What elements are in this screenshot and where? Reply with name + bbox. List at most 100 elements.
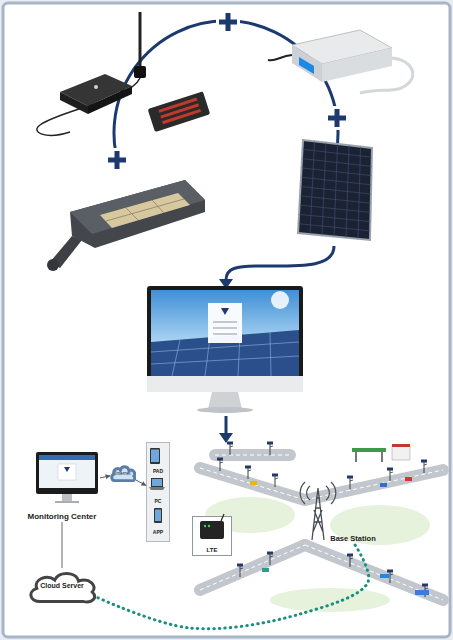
node-label: APP <box>147 529 169 535</box>
roads <box>200 455 443 600</box>
controller-stripe <box>162 109 201 124</box>
gateway-side <box>88 86 132 114</box>
plus-mark <box>108 151 126 169</box>
solar-grid <box>299 141 372 239</box>
pole <box>387 468 393 482</box>
device-strip: PAD PC APP <box>146 442 170 542</box>
car <box>262 568 269 572</box>
server-line <box>62 522 63 568</box>
login-card <box>208 303 242 343</box>
phone-screen <box>155 510 161 522</box>
road-mark <box>200 468 305 500</box>
power-side <box>322 48 392 82</box>
frame <box>3 3 450 637</box>
led-panel <box>100 193 190 228</box>
pole <box>347 476 353 490</box>
car <box>405 477 412 481</box>
pole <box>267 442 273 456</box>
plus-back <box>325 106 349 130</box>
bus <box>415 590 429 595</box>
login-field <box>213 322 237 334</box>
lte-antenna <box>221 514 224 521</box>
plus-mark <box>219 13 237 31</box>
controller-body <box>148 91 211 132</box>
solar-panel <box>298 140 372 240</box>
flow-arrow <box>225 416 228 434</box>
laptop-base <box>149 487 165 490</box>
pole <box>217 458 223 472</box>
station-post <box>381 452 383 462</box>
road-mark <box>305 545 443 600</box>
antenna <box>139 12 142 68</box>
led-grid <box>106 199 184 221</box>
node-label: PC <box>147 498 169 504</box>
sun <box>271 291 289 309</box>
car <box>380 483 387 487</box>
tablet-screen <box>151 450 159 463</box>
power-side <box>292 45 322 82</box>
pole <box>347 554 353 568</box>
power-label <box>299 57 314 74</box>
grass <box>270 588 390 612</box>
network-arrow <box>136 480 146 485</box>
monitor-stand <box>62 494 72 501</box>
pole <box>267 552 273 566</box>
pole <box>227 442 233 456</box>
lte-light <box>204 525 206 527</box>
controller <box>148 91 211 132</box>
plus-sign <box>105 148 129 172</box>
pole <box>237 564 243 578</box>
cable <box>37 125 70 135</box>
monitor-bezel <box>147 286 303 392</box>
gateway-logo <box>94 85 98 89</box>
tablet-icon <box>150 448 160 464</box>
pole <box>272 474 278 488</box>
car <box>250 481 257 485</box>
station-post <box>355 452 357 462</box>
pole <box>245 466 251 480</box>
network-arrow <box>100 476 110 478</box>
road <box>305 470 443 500</box>
antenna-base <box>134 66 146 78</box>
monitor-screen <box>39 455 95 488</box>
building <box>392 446 410 460</box>
plus-sign <box>325 106 349 130</box>
monitor-screen <box>151 290 299 376</box>
tower <box>312 488 324 540</box>
road <box>305 545 443 600</box>
node-label: PAD <box>147 468 169 474</box>
light-cap <box>47 259 59 271</box>
monitor-stand <box>208 392 242 409</box>
laptop-icon <box>151 478 163 487</box>
monitor-base <box>197 407 253 413</box>
car <box>380 574 389 578</box>
node-label: LTE <box>193 547 231 554</box>
node-label: Internet <box>110 471 136 476</box>
login-logo <box>221 308 229 315</box>
plus-back <box>105 148 129 172</box>
node-label: Cloud Server <box>26 582 98 590</box>
light-housing <box>70 180 205 248</box>
road-mark <box>215 455 290 456</box>
wireless-link <box>98 545 369 629</box>
road <box>215 449 290 461</box>
road <box>200 468 305 500</box>
plus-mark <box>328 109 346 127</box>
monitor-bezel <box>36 452 98 494</box>
cable <box>268 55 292 60</box>
node-label: Monitoring Center <box>24 512 100 522</box>
signal-waves <box>300 482 336 504</box>
gateway-side <box>60 92 88 114</box>
plus-sign <box>216 10 240 34</box>
building-roof <box>392 444 410 447</box>
station-roof <box>352 448 386 452</box>
road-mark <box>305 470 443 500</box>
monitor-base <box>55 501 79 503</box>
road-marks <box>200 455 443 600</box>
node-label: Base Station <box>326 534 380 543</box>
screen-band <box>39 455 95 460</box>
plus-back <box>216 10 240 34</box>
lte-light <box>208 525 210 527</box>
login-card <box>58 464 76 480</box>
